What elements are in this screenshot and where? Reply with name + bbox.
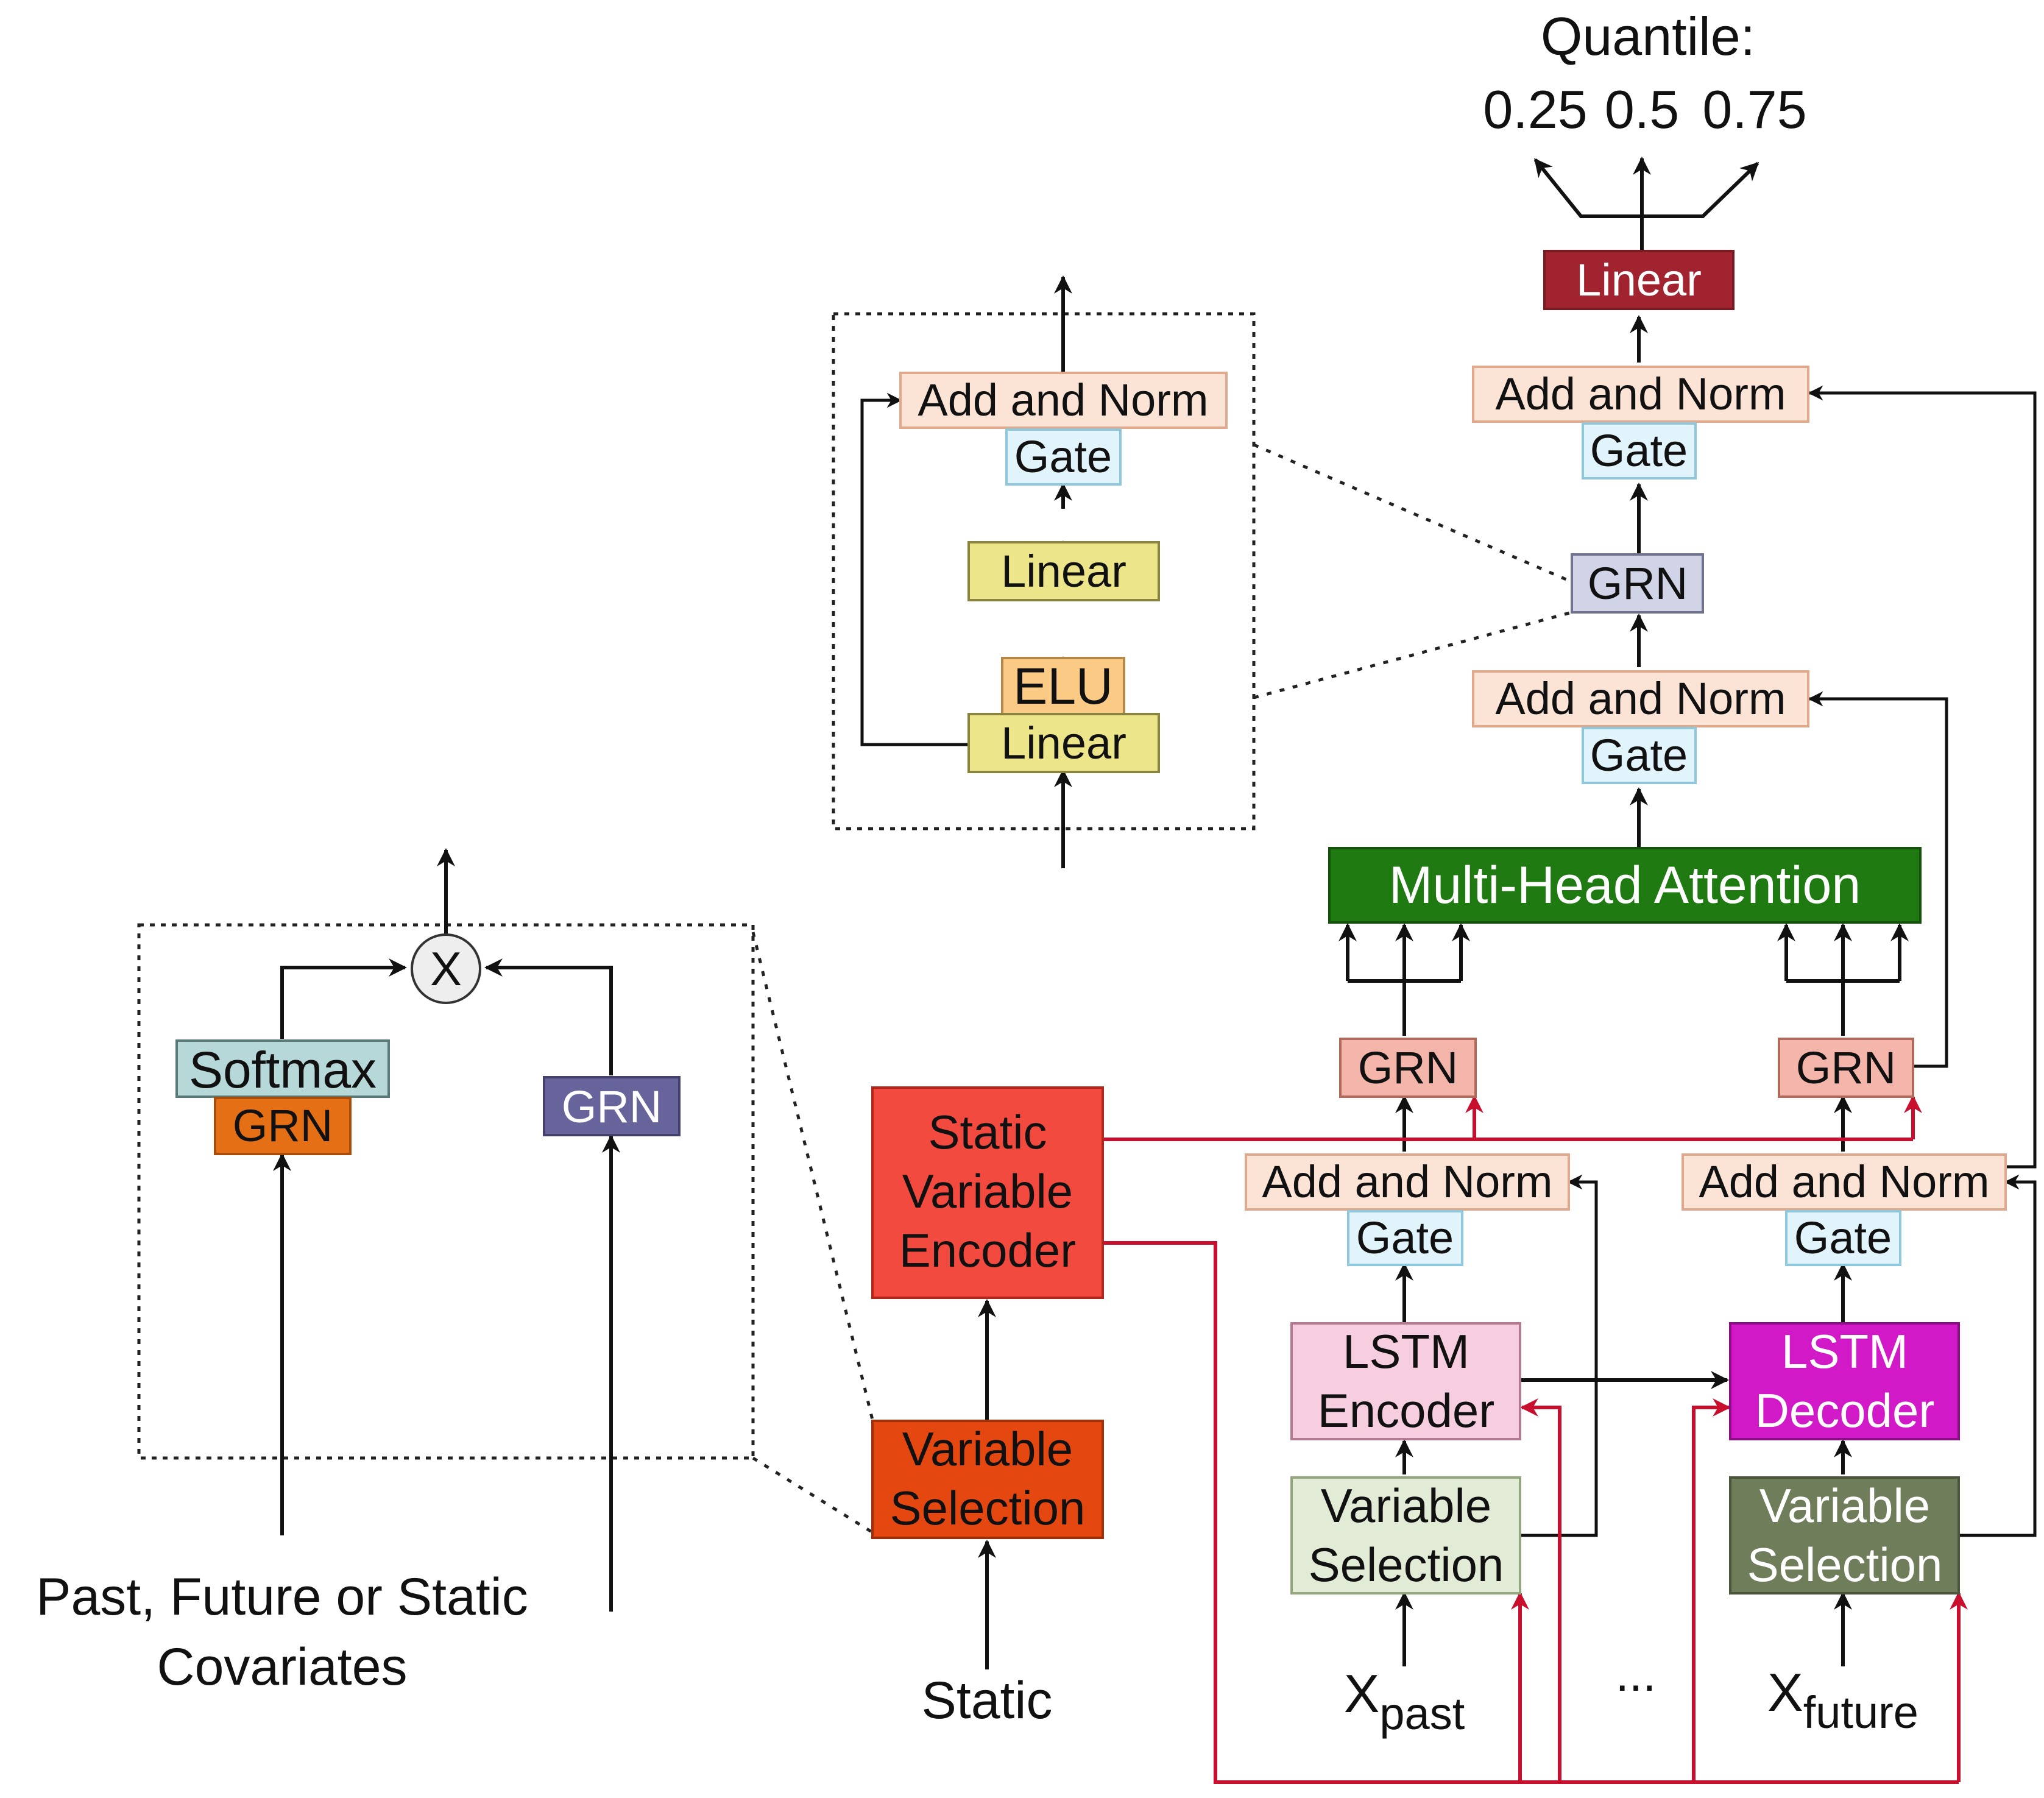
skip-to-top-addnorm	[1808, 385, 2037, 1169]
future-grn-box: GRN	[1778, 1038, 1914, 1098]
future-gate-box: Gate	[1785, 1210, 1901, 1266]
lstm-encoder-label-line1: LSTM	[1343, 1325, 1469, 1378]
static-variable-encoder-box: Static Variable Encoder	[871, 1086, 1104, 1299]
multi-head-attention-label: Multi-Head Attention	[1389, 856, 1861, 915]
quantile-value-3: 0.75	[1702, 79, 1806, 140]
detail-elu-label: ELU	[1013, 657, 1112, 715]
connectors	[137, 157, 2037, 1784]
x-past-sub: past	[1379, 1688, 1465, 1739]
top-gate-label: Gate	[1590, 425, 1688, 476]
lstm-decoder-box: LSTM Decoder	[1729, 1322, 1960, 1440]
multiply-symbol: X	[430, 942, 462, 996]
middle-gate-box: Gate	[1582, 727, 1697, 784]
future-gate-label: Gate	[1794, 1212, 1892, 1263]
top-grn-box: GRN	[1571, 553, 1704, 614]
ellipsis-label: ...	[1616, 1647, 1657, 1701]
grn-detail-zoom	[1253, 443, 1572, 699]
detail-linear-top-box: Linear	[967, 541, 1160, 601]
vsn-detail-frame	[137, 923, 755, 1460]
vsn-grn-left-box: GRN	[214, 1097, 352, 1155]
output-linear-label: Linear	[1576, 255, 1702, 305]
x-past-label: Xpast	[1344, 1663, 1465, 1739]
top-add-norm-box: Add and Norm	[1472, 366, 1809, 423]
detail-gate-label: Gate	[1014, 431, 1112, 482]
encoder-label-line3: Encoder	[899, 1223, 1077, 1277]
quantile-value-2: 0.5	[1605, 79, 1679, 140]
grn-detail-skip	[860, 392, 969, 746]
middle-add-norm-box: Add and Norm	[1472, 670, 1809, 727]
quantile-value-1: 0.25	[1483, 79, 1587, 140]
top-gate-box: Gate	[1582, 422, 1697, 480]
static-context-link	[1103, 1241, 1959, 1784]
future-add-norm-box: Add and Norm	[1682, 1153, 2007, 1211]
vsn-grn-right-box: GRN	[543, 1076, 681, 1136]
multi-head-attention-box: Multi-Head Attention	[1328, 847, 1922, 924]
middle-gate-label: Gate	[1590, 730, 1688, 780]
x-future-label: Xfuture	[1767, 1662, 1918, 1738]
encoder-label-line2: Variable	[902, 1164, 1073, 1218]
lstm-encoder-box: LSTM Encoder	[1290, 1322, 1521, 1440]
past-vs-label-line2: Selection	[1309, 1538, 1504, 1591]
arrow-output-q1	[1533, 158, 1642, 218]
detail-add-norm-box: Add and Norm	[899, 372, 1228, 429]
attention-inputs-left	[1346, 925, 1463, 1036]
softmax-label: Softmax	[189, 1041, 377, 1099]
past-add-norm-box: Add and Norm	[1245, 1153, 1570, 1211]
future-variable-selection-box: Variable Selection	[1729, 1476, 1960, 1594]
past-vs-label-line1: Variable	[1321, 1479, 1491, 1532]
future-vs-label-line2: Selection	[1747, 1538, 1943, 1591]
encoder-label-line1: Static	[928, 1105, 1047, 1159]
covariates-label-line2: Covariates	[157, 1638, 407, 1696]
past-add-norm-label: Add and Norm	[1262, 1156, 1552, 1207]
skip-to-middle-addnorm	[1808, 691, 1948, 1068]
top-add-norm-label: Add and Norm	[1495, 369, 1786, 419]
covariates-label-line1: Past, Future or Static	[36, 1568, 528, 1626]
middle-add-norm-label: Add and Norm	[1495, 673, 1786, 724]
static-vs-label-line2: Selection	[890, 1481, 1086, 1535]
detail-add-norm-label: Add and Norm	[918, 375, 1208, 425]
static-variable-selection-box: Variable Selection	[871, 1420, 1104, 1539]
past-variable-selection-box: Variable Selection	[1290, 1476, 1521, 1594]
static-vs-label-line1: Variable	[902, 1422, 1073, 1476]
quantile-title: Quantile:	[1541, 6, 1755, 66]
past-gate-box: Gate	[1347, 1210, 1463, 1266]
x-past-main: X	[1344, 1663, 1380, 1724]
lstm-decoder-label-line2: Decoder	[1755, 1384, 1935, 1437]
multiply-node: X	[411, 933, 481, 1004]
detail-gate-box: Gate	[1005, 428, 1122, 486]
lstm-decoder-label-line1: LSTM	[1781, 1325, 1908, 1378]
future-grn-label: GRN	[1796, 1042, 1896, 1093]
detail-linear-bottom-box: Linear	[967, 713, 1160, 773]
static-input-label: Static	[921, 1671, 1052, 1730]
top-grn-label: GRN	[1588, 558, 1688, 609]
x-future-main: X	[1767, 1662, 1803, 1722]
attention-inputs-right	[1784, 925, 1901, 1036]
skip-future-vs-addnorm	[1959, 1174, 2037, 1537]
vsn-detail-zoom	[751, 932, 874, 1534]
past-grn-box: GRN	[1339, 1038, 1477, 1098]
past-grn-label: GRN	[1358, 1042, 1458, 1093]
detail-linear-bottom-label: Linear	[1001, 718, 1126, 768]
detail-elu-box: ELU	[1001, 657, 1125, 715]
vsn-grn-right-label: GRN	[562, 1081, 662, 1132]
vsn-grn-left-label: GRN	[233, 1100, 333, 1151]
grn-detail-frame	[832, 312, 1256, 830]
x-future-sub: future	[1803, 1687, 1918, 1738]
past-gate-label: Gate	[1356, 1212, 1454, 1263]
future-add-norm-label: Add and Norm	[1699, 1156, 1989, 1207]
lstm-encoder-label-line2: Encoder	[1318, 1384, 1495, 1437]
arrow-output-q3	[1642, 161, 1759, 218]
future-vs-label-line1: Variable	[1759, 1479, 1930, 1532]
output-linear-box: Linear	[1543, 250, 1735, 310]
softmax-box: Softmax	[175, 1039, 390, 1099]
detail-linear-top-label: Linear	[1001, 546, 1126, 596]
